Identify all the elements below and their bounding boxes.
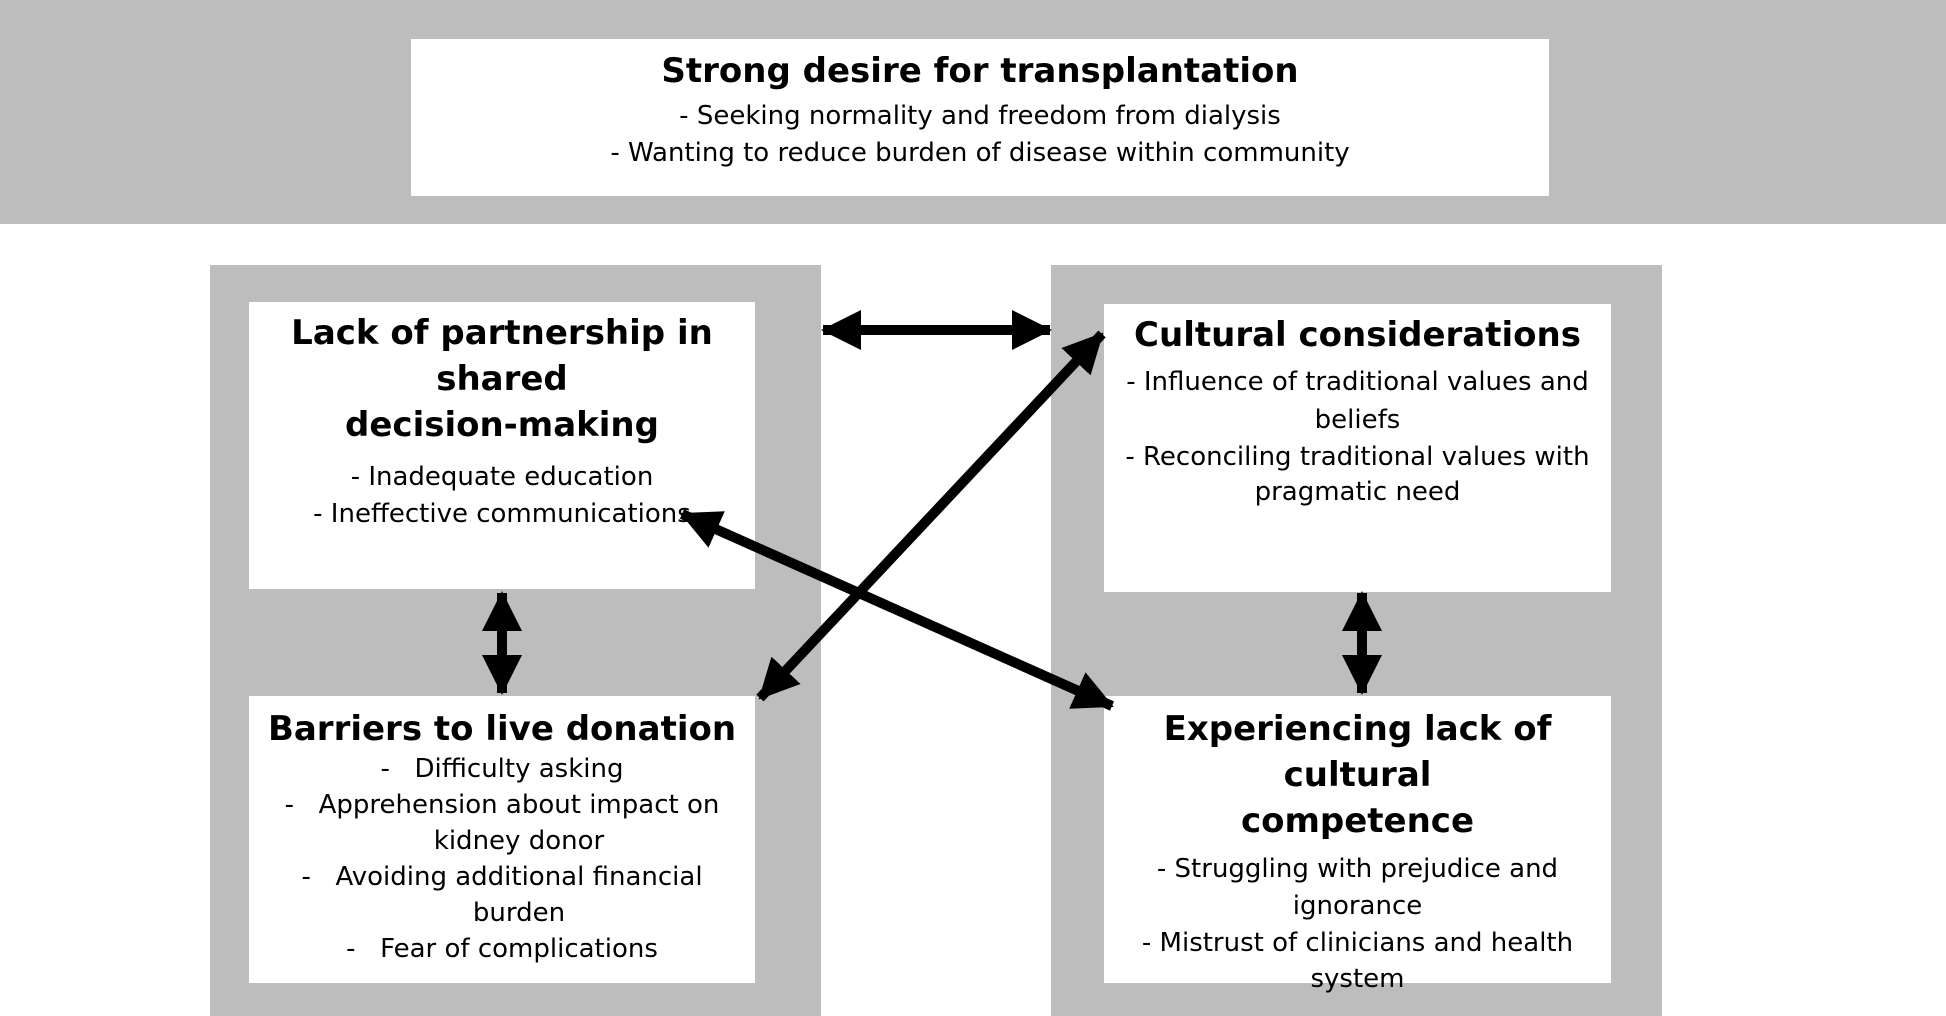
cultural-item: - Influence of traditional values and: [1126, 367, 1589, 398]
desire-box: Strong desire for transplantation - Seek…: [411, 39, 1549, 196]
desire-title: Strong desire for transplantation: [661, 51, 1299, 91]
barriers-dash: -: [346, 933, 356, 964]
competence-item: - Struggling with prejudice and: [1156, 853, 1559, 884]
barriers-item-text: burden: [472, 897, 566, 928]
barriers-item: - Difficulty asking: [249, 752, 755, 788]
barriers-item-text: Fear of complications: [380, 933, 658, 964]
competence-title: Experiencing lack of cultural: [1163, 709, 1552, 796]
competence-item: ignorance: [1292, 890, 1423, 921]
cultural-item: - Reconciling traditional values with: [1125, 441, 1590, 472]
partnership-box: Lack of partnership in shared decision-m…: [249, 302, 755, 589]
barriers-dash: -: [380, 754, 390, 785]
barriers-item: - Apprehension about impact on kidney do…: [249, 788, 755, 860]
partnership-title: Lack of partnership in shared: [291, 313, 713, 400]
cultural-item: beliefs: [1314, 404, 1401, 435]
competence-item: system: [1310, 963, 1405, 994]
competence-item: - Mistrust of clinicians and health: [1141, 928, 1574, 959]
barriers-item: - Avoiding additional financial burden: [249, 860, 755, 932]
partnership-item: - Ineffective communications: [313, 498, 691, 529]
barriers-title: Barriers to live donation: [267, 709, 737, 749]
desire-item: - Wanting to reduce burden of disease wi…: [610, 138, 1350, 169]
arrow-partnership-competence: [679, 509, 1115, 711]
competence-title: competence: [1240, 801, 1475, 842]
barriers-dash: -: [301, 861, 311, 892]
barriers-box: Barriers to live donation - Difficulty a…: [249, 696, 755, 983]
barriers-item-text: Avoiding additional financial: [335, 861, 703, 892]
barriers-dash: -: [284, 790, 295, 821]
cultural-title: Cultural considerations: [1134, 315, 1581, 355]
competence-box: Experiencing lack of cultural competence…: [1104, 696, 1611, 994]
cultural-box: Cultural considerations - Influence of t…: [1104, 304, 1611, 592]
partnership-title: decision-making: [345, 405, 659, 446]
partnership-item: - Inadequate education: [350, 461, 654, 492]
barriers-item: - Fear of complications: [249, 932, 755, 968]
arrow-cultural-barriers: [756, 330, 1106, 702]
barriers-item-text: kidney donor: [433, 825, 605, 856]
barriers-item-text: Difficulty asking: [414, 754, 624, 785]
cultural-item: pragmatic need: [1254, 477, 1461, 508]
barriers-item-text: Apprehension about impact on: [318, 790, 720, 821]
desire-item: - Seeking normality and freedom from dia…: [679, 100, 1281, 131]
